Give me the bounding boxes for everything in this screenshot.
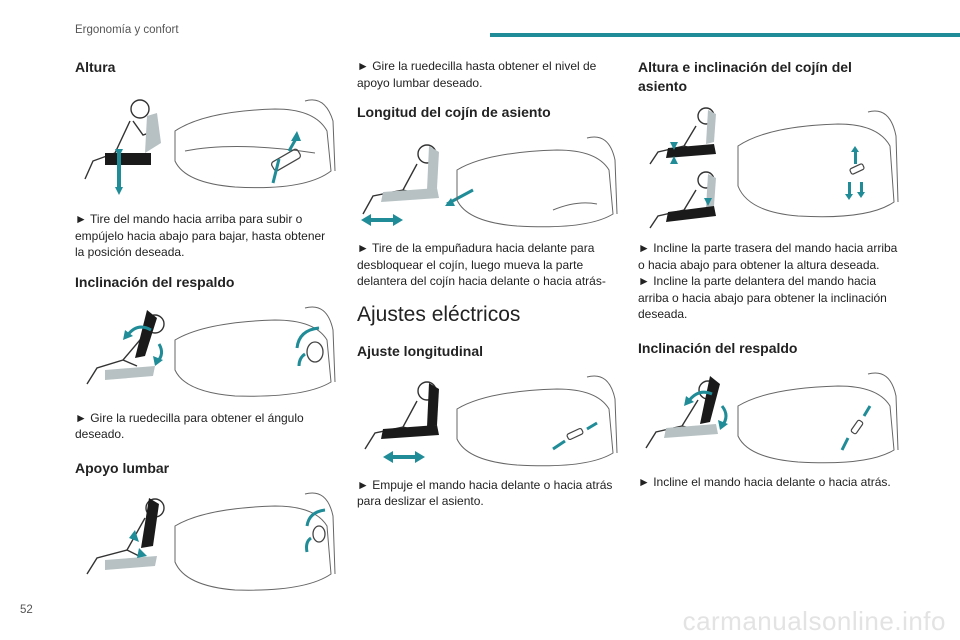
- header-title: Ergonomía y confort: [75, 24, 179, 36]
- main-heading-ajustes-electricos: Ajustes eléctricos: [357, 302, 521, 326]
- lumbar-support-text: ► Gire la ruedecilla hasta obtener el ni…: [357, 59, 597, 90]
- section-text-inclinacion-respaldo-electrico: ► Incline el mando hacia delante o hacia…: [638, 474, 891, 489]
- section-heading-inclinacion-respaldo-electrico: Inclinación del respaldo: [638, 339, 798, 356]
- longitudinal-adjust-illustration: [357, 369, 619, 469]
- header-accent-rule: [490, 33, 960, 37]
- section-text-ajuste-longitudinal: ► Empuje el mando hacia delante o hacia …: [357, 477, 613, 509]
- section-text-altura-cojin-2: ► Incline la parte delantera del mando h…: [638, 274, 887, 321]
- cushion-length-illustration: [357, 130, 619, 230]
- section-text-altura: ► Tire del mando hacia arriba para subir…: [75, 212, 326, 259]
- section-heading-ajuste-longitudinal: Ajuste longitudinal: [357, 342, 483, 359]
- backrest-tilt-illustration: [75, 300, 337, 400]
- cushion-height-tilt-illustration: [638, 102, 900, 230]
- section-heading-altura-inclinacion-cojin: Altura e inclinación del cojín del asien…: [638, 59, 852, 94]
- middle-column: ► Gire la ruedecilla hasta obtener el ni…: [357, 58, 619, 510]
- page-number: 52: [20, 604, 33, 616]
- lumbar-support-illustration: [75, 486, 337, 601]
- left-column: Altura ► Tire del mando hacia arriba par…: [75, 58, 337, 601]
- section-heading-inclinacion-respaldo: Inclinación del respaldo: [75, 273, 235, 290]
- section-text-inclinacion-respaldo: ► Gire la ruedecilla para obtener el áng…: [75, 410, 304, 442]
- section-heading-altura: Altura: [75, 59, 116, 75]
- seat-height-illustration: [75, 91, 337, 201]
- right-column: Altura e inclinación del cojín del asien…: [638, 58, 900, 490]
- section-text-longitud-cojin: ► Tire de la empuñadura hacia delante pa…: [357, 241, 606, 288]
- electric-backrest-tilt-illustration: [638, 366, 900, 466]
- section-text-altura-cojin-1: ► Incline la parte trasera del mando hac…: [638, 241, 898, 272]
- watermark: carmanualsonline.info: [682, 606, 946, 636]
- section-heading-apoyo-lumbar: Apoyo lumbar: [75, 459, 170, 476]
- section-heading-longitud-cojin: Longitud del cojín de asiento: [357, 104, 551, 120]
